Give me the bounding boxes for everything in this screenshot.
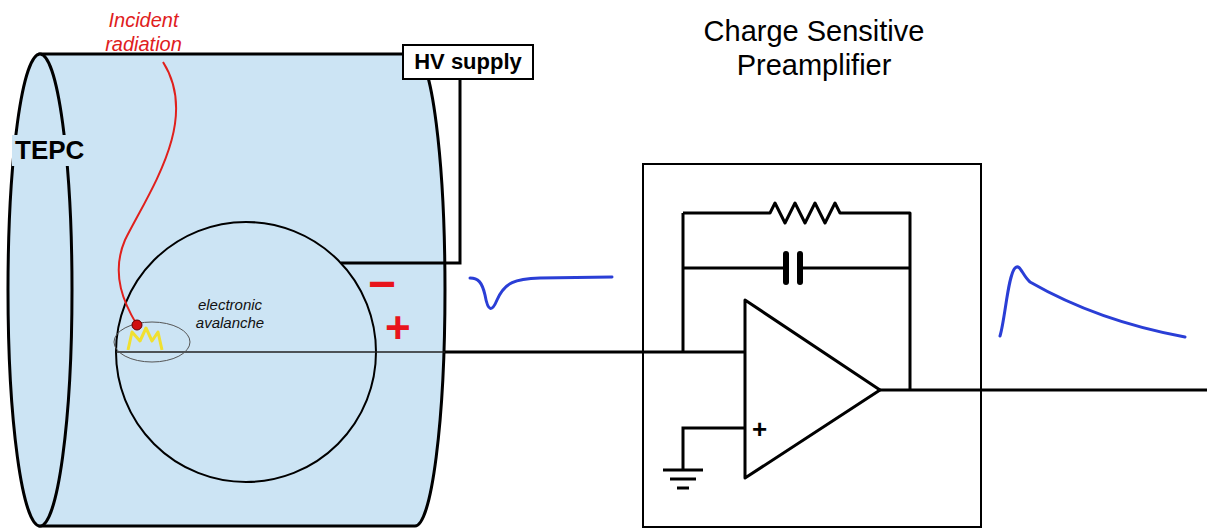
preamp-box: Charge Sensitive Preamplifier xyxy=(642,163,982,528)
supply-box: HV supply xyxy=(402,44,534,80)
cylinder-body xyxy=(40,54,445,526)
interaction-point xyxy=(132,320,142,330)
capacitor-wire xyxy=(800,267,910,270)
ground-wire xyxy=(683,428,745,470)
feedback-wire xyxy=(682,213,685,352)
resistor-symbol xyxy=(683,203,910,390)
anode-wire xyxy=(116,351,445,353)
wire-connector xyxy=(445,351,642,354)
text-holder: HV supply xyxy=(414,49,522,75)
detector-label: TEPC xyxy=(12,135,87,166)
capacitor-symbol xyxy=(783,254,789,282)
positive-pulse xyxy=(1000,267,1185,337)
opamp-symbol xyxy=(745,300,880,478)
ground-symbol xyxy=(677,487,689,490)
ground-symbol xyxy=(670,478,696,481)
capacitor-symbol xyxy=(797,254,803,282)
polarity-sign: + xyxy=(385,306,411,350)
negative-pulse xyxy=(470,277,612,308)
preamp-heading: Charge Sensitive Preamplifier xyxy=(654,14,974,82)
capacitor-wire xyxy=(683,267,786,270)
label-holder: + xyxy=(385,306,411,350)
output-wire xyxy=(880,389,1207,392)
wire-connector xyxy=(445,80,460,263)
supply-label: HV supply xyxy=(414,49,522,75)
label-holder: + xyxy=(752,416,767,442)
radiation-label: Incident radiation xyxy=(96,8,191,56)
cathode-wire xyxy=(341,262,445,265)
label-holder: Incident radiation xyxy=(96,8,191,56)
text-holder: Charge Sensitive Preamplifier xyxy=(654,14,974,82)
avalanche-label: electronic avalanche xyxy=(190,296,270,332)
cylinder-end xyxy=(8,54,72,526)
label-holder: − xyxy=(368,272,396,296)
ground-symbol xyxy=(663,469,703,472)
polarity-sign: − xyxy=(368,272,396,296)
input-pin-sign: + xyxy=(752,416,767,442)
text-holder: TEPC xyxy=(12,135,87,166)
inverting-input-wire xyxy=(642,351,745,354)
label-holder: electronic avalanche xyxy=(190,296,270,332)
